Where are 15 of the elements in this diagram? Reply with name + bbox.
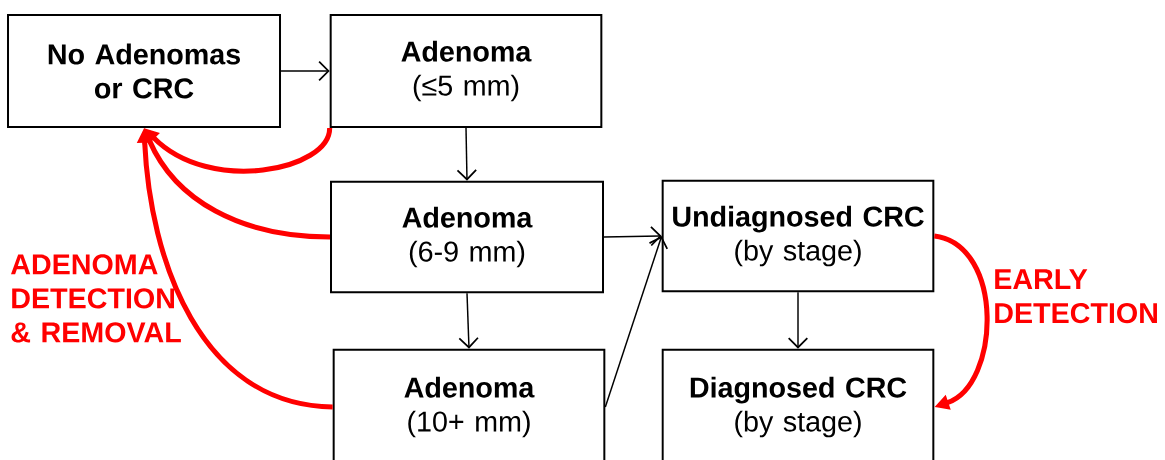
edge-label: ADENOMA DETECTION & REMOVAL: [11, 254, 181, 343]
arrow: [604, 236, 669, 408]
process-box: Adenoma (≤5 mm): [329, 14, 603, 128]
arrow: [280, 60, 330, 82]
process-box: Diagnosed CRC (by stage): [661, 348, 935, 460]
edge-label: EARLY DETECTION: [995, 269, 1157, 324]
process-box: No Adenomas or CRC: [7, 14, 281, 128]
process-box: Adenoma (6-9 mm): [330, 180, 604, 294]
arrow: [603, 226, 662, 247]
arrow: [458, 292, 479, 349]
arrow: [933, 233, 990, 410]
arrow: [787, 291, 809, 349]
arrow: [456, 127, 477, 181]
process-box: Undiagnosed CRC (by stage): [661, 179, 935, 293]
process-box: Adenoma (10+ mm): [332, 348, 606, 460]
